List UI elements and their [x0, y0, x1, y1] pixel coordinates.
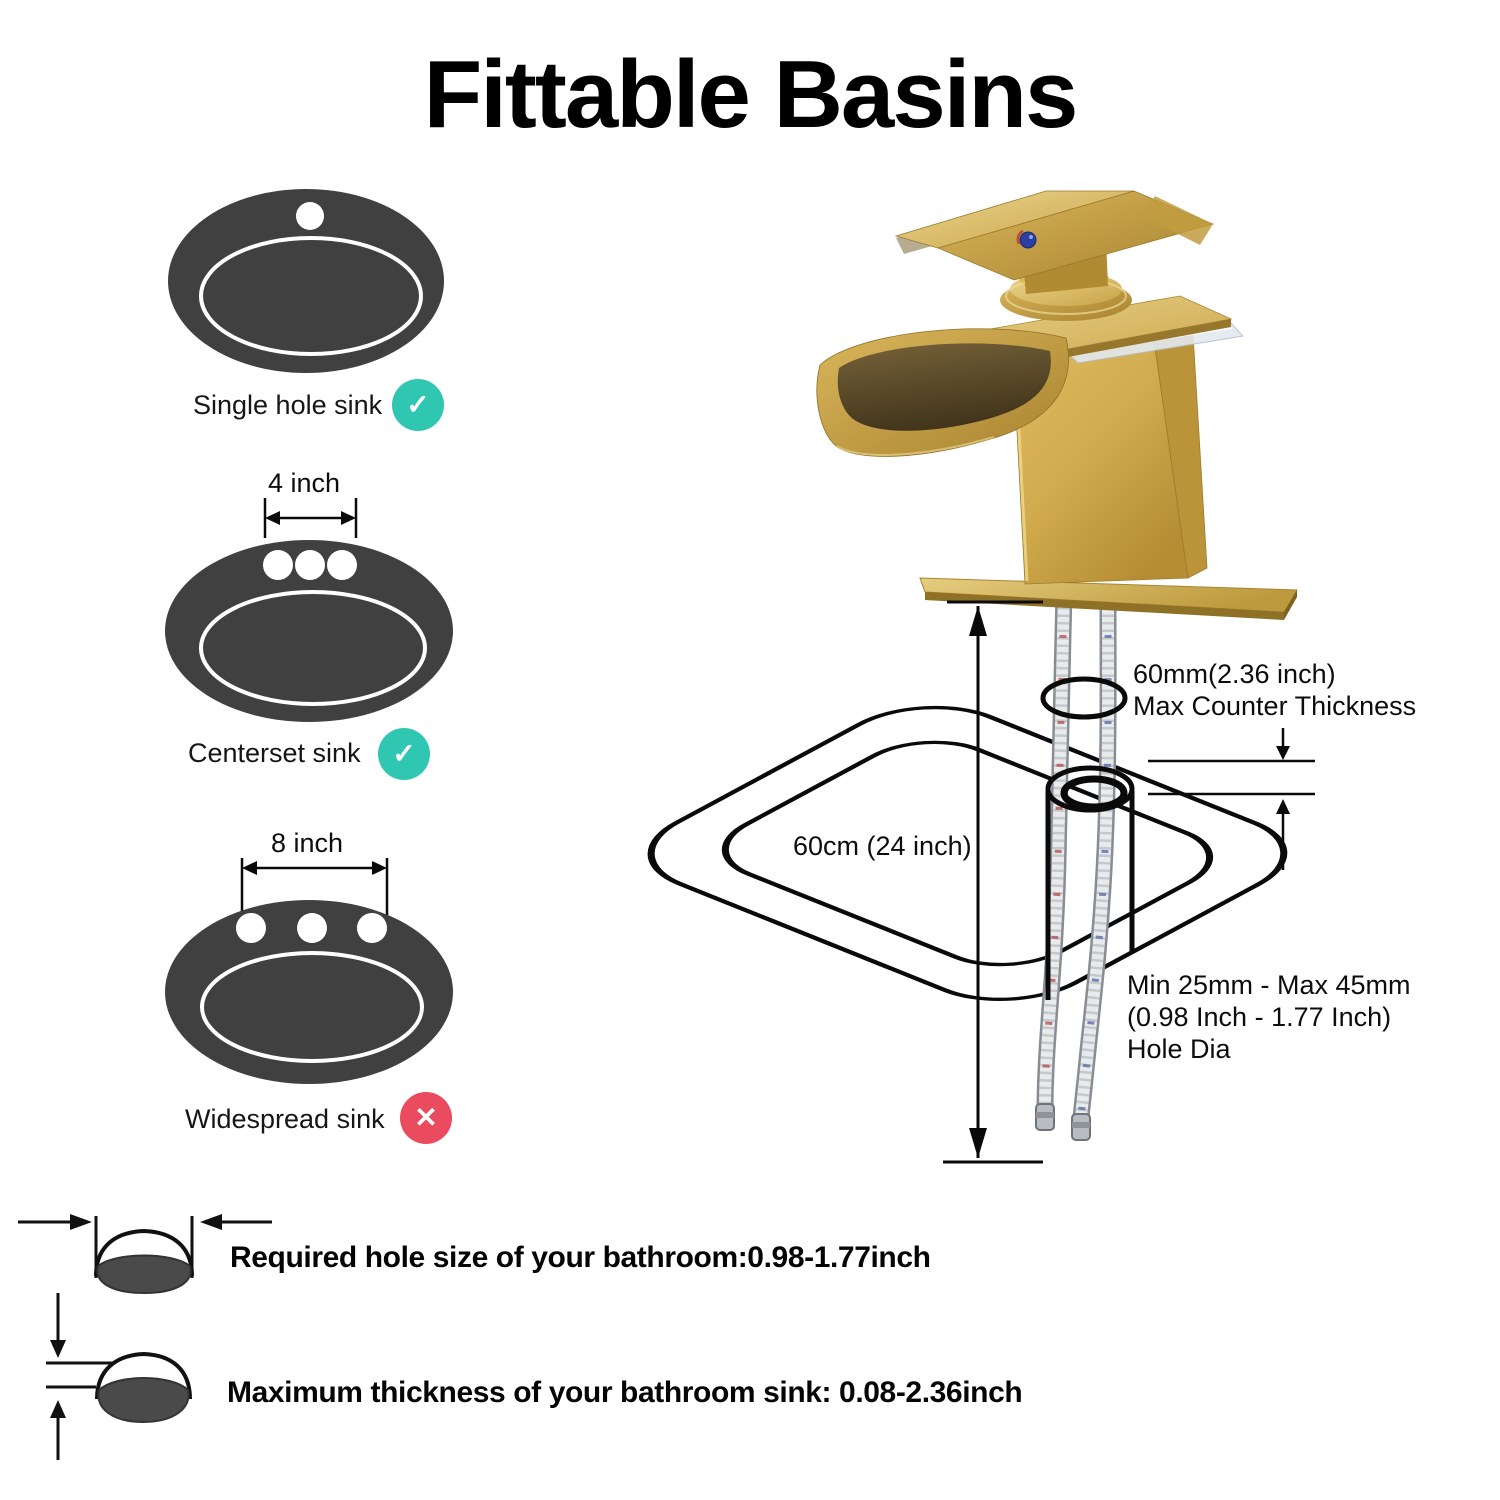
height-dimension-line: [943, 600, 1043, 1164]
max-counter-thickness-value: 60mm(2.36 inch): [1133, 659, 1336, 689]
page-title: Fittable Basins: [423, 41, 1079, 148]
supply-hose-right: [1071, 591, 1117, 1141]
width-dimension-4inch: [263, 498, 358, 538]
sink-label-widespread: Widespread sink: [185, 1104, 385, 1134]
dimension-label-8inch: 8 inch: [271, 828, 344, 858]
single-hole-sink-icon: [168, 189, 444, 373]
check-icon: ✓: [392, 738, 416, 769]
compatible-badge-centerset: ✓: [378, 728, 430, 780]
faucet-deck-plate: [919, 577, 1298, 620]
counter-outline: [647, 705, 1288, 1001]
sink-width-label: 60cm (24 inch): [793, 831, 972, 861]
incompatible-badge-widespread: ✕: [400, 1092, 452, 1144]
dimension-label-4inch: 4 inch: [268, 468, 341, 498]
max-thickness-note: Maximum thickness of your bathroom sink:…: [227, 1376, 1023, 1409]
centerset-sink-icon: [165, 498, 453, 722]
widespread-sink-icon: [165, 858, 453, 1084]
compatible-badge-single-hole: ✓: [392, 379, 444, 431]
hot-cold-indicator-dot: [1016, 229, 1037, 249]
cross-icon: ✕: [414, 1102, 438, 1133]
required-hole-size-note: Required hole size of your bathroom:0.98…: [230, 1241, 931, 1274]
sink-label-centerset: Centerset sink: [188, 738, 361, 768]
sink-thickness-icon: [46, 1293, 192, 1460]
width-dimension-8inch: [240, 858, 389, 918]
hole-diameter-label: Hole Dia: [1127, 1034, 1231, 1064]
max-counter-thickness-label: Max Counter Thickness: [1133, 691, 1417, 721]
faucet-illustration: [816, 190, 1298, 1141]
hole-diameter-range-inch: (0.98 Inch - 1.77 Inch): [1127, 1002, 1392, 1032]
check-icon: ✓: [406, 389, 430, 420]
faucet-handle: [894, 190, 1215, 294]
faucet-hole: [296, 202, 324, 230]
hole-size-icon: [18, 1214, 272, 1295]
waterfall-spout: [816, 328, 1069, 457]
counter-hole-cylinder: [1040, 676, 1135, 1000]
hole-diameter-range: Min 25mm - Max 45mm: [1127, 970, 1411, 1000]
sink-label-single-hole: Single hole sink: [193, 390, 383, 420]
counter-thickness-dimension: [1148, 728, 1315, 870]
supply-hose-left: [1035, 591, 1073, 1131]
